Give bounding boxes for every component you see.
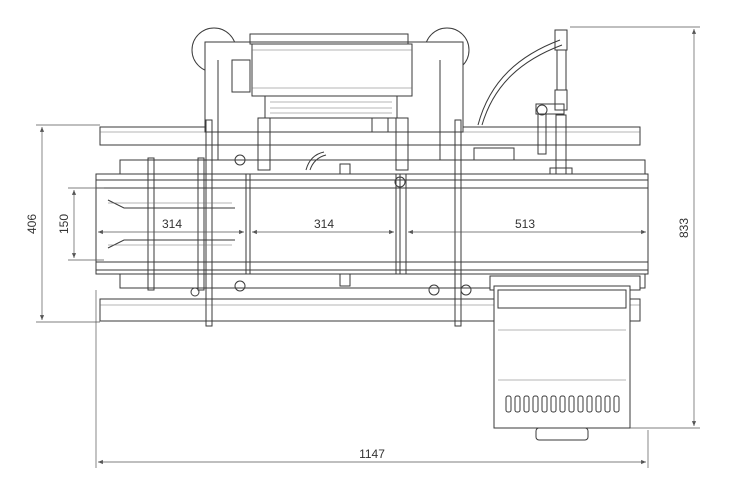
dim-label-conveyor-width: 150 <box>57 214 71 234</box>
vent-slot <box>604 395 611 413</box>
vent-slot <box>505 395 512 413</box>
vent-slot <box>568 395 575 413</box>
vent-slots <box>505 395 620 413</box>
dim-section-1: 314 <box>98 217 244 235</box>
vent-slot <box>514 395 521 413</box>
dim-label-section-1: 314 <box>162 217 182 231</box>
vent-slot <box>523 395 530 413</box>
dim-label-overall-width: 1147 <box>359 447 385 461</box>
vent-slot <box>586 395 593 413</box>
vent-slot <box>559 395 566 413</box>
vent-slot <box>595 395 602 413</box>
dim-label-section-2: 314 <box>314 217 334 231</box>
vent-slot <box>613 395 620 413</box>
dim-overall-height: 833 <box>570 26 700 429</box>
vent-slot <box>577 395 584 413</box>
dim-label-overall-height: 833 <box>677 218 691 238</box>
top-print-unit <box>191 27 470 171</box>
vent-slot <box>541 395 548 413</box>
control-box <box>489 275 641 441</box>
dim-label-section-3: 513 <box>515 217 535 231</box>
dim-overall-width: 1147 <box>95 290 649 468</box>
dim-frame-height: 406 <box>25 124 100 323</box>
vent-slot <box>532 395 539 413</box>
dim-section-3: 513 <box>408 217 646 235</box>
conveyor-frame <box>95 119 649 327</box>
dim-conveyor-width: 150 <box>57 187 104 261</box>
dim-section-2: 314 <box>251 217 394 235</box>
vent-slot <box>550 395 557 413</box>
dim-label-frame-height: 406 <box>25 214 39 234</box>
sensor-arm <box>477 29 573 183</box>
